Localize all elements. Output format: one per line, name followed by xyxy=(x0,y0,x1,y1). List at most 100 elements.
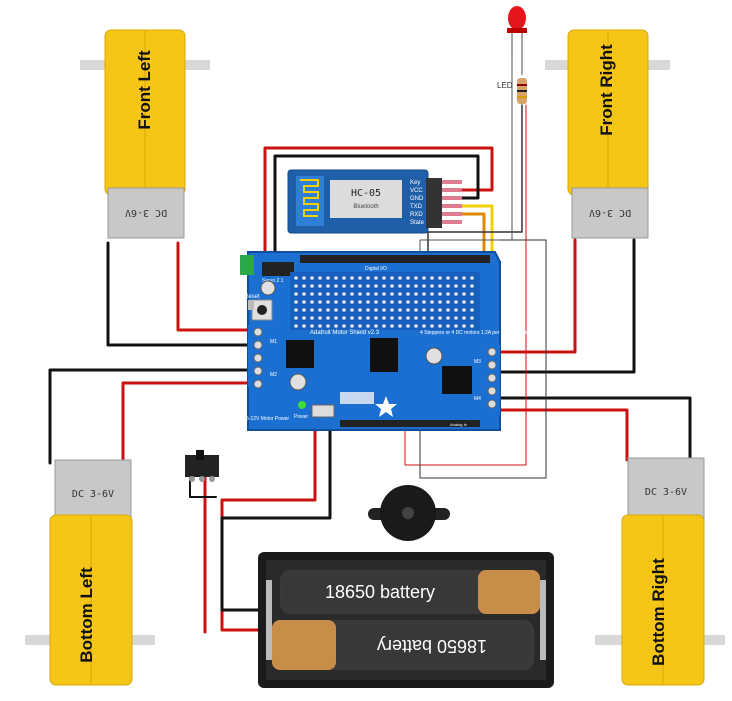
proto-hole xyxy=(326,324,330,328)
proto-hole xyxy=(430,300,434,304)
proto-hole xyxy=(350,324,354,328)
proto-hole xyxy=(430,324,434,328)
wire-bt-red xyxy=(263,146,494,264)
proto-hole xyxy=(334,316,338,320)
proto-hole xyxy=(446,300,450,304)
proto-hole xyxy=(374,308,378,312)
wire-led-signal xyxy=(427,104,523,263)
battery-wrap xyxy=(272,620,336,670)
proto-hole xyxy=(390,276,394,280)
proto-hole xyxy=(438,308,442,312)
motor-bottom-right: DC 3-6V Bottom Right xyxy=(595,457,725,686)
proto-hole xyxy=(390,316,394,320)
proto-hole xyxy=(374,300,378,304)
proto-hole xyxy=(462,300,466,304)
proto-hole xyxy=(382,300,386,304)
proto-hole xyxy=(334,284,338,288)
bt-header xyxy=(426,178,442,228)
proto-hole xyxy=(406,276,410,280)
proto-hole xyxy=(446,308,450,312)
bt-pin: GND xyxy=(410,196,424,202)
proto-hole xyxy=(350,308,354,312)
reset-label: Reset xyxy=(244,294,260,300)
proto-hole xyxy=(422,316,426,320)
proto-hole xyxy=(462,292,466,296)
proto-hole xyxy=(334,276,338,280)
proto-hole xyxy=(302,284,306,288)
battery-cell-bottom: 18650 battery xyxy=(272,620,534,670)
proto-hole xyxy=(358,324,362,328)
proto-hole xyxy=(318,300,322,304)
wire-bt-black xyxy=(273,154,480,264)
proto-hole xyxy=(374,316,378,320)
shield-note: 4 Steppers or 4 DC motors 1.2A per motor… xyxy=(420,330,535,336)
proto-hole xyxy=(350,284,354,288)
proto-hole xyxy=(430,308,434,312)
power-switch xyxy=(185,450,219,482)
proto-hole xyxy=(294,284,298,288)
proto-hole xyxy=(470,276,474,280)
servo-label: Servo 2 1 xyxy=(262,278,284,284)
spring-contact xyxy=(266,580,272,660)
proto-hole xyxy=(374,284,378,288)
proto-hole xyxy=(470,300,474,304)
proto-hole xyxy=(390,308,394,312)
proto-hole xyxy=(382,284,386,288)
proto-hole xyxy=(366,324,370,328)
proto-hole xyxy=(438,324,442,328)
proto-hole xyxy=(374,292,378,296)
proto-hole xyxy=(430,292,434,296)
proto-hole xyxy=(358,308,362,312)
proto-hole xyxy=(414,324,418,328)
proto-hole xyxy=(470,292,474,296)
proto-holes xyxy=(294,276,474,328)
motor-label: Front Right xyxy=(597,44,616,136)
capacitor xyxy=(425,347,443,365)
bt-pin: State xyxy=(410,220,425,226)
proto-hole xyxy=(342,276,346,280)
proto-hole xyxy=(454,300,458,304)
proto-hole xyxy=(342,300,346,304)
proto-hole xyxy=(302,292,306,296)
proto-hole xyxy=(342,316,346,320)
wire-pwr-black-1 xyxy=(220,426,332,612)
proto-hole xyxy=(310,284,314,288)
proto-hole xyxy=(430,316,434,320)
proto-hole xyxy=(446,276,450,280)
proto-hole xyxy=(406,300,410,304)
led-rim xyxy=(507,28,527,33)
proto-hole xyxy=(454,276,458,280)
proto-hole xyxy=(366,276,370,280)
proto-hole xyxy=(422,292,426,296)
motor-body xyxy=(571,187,649,239)
proto-hole xyxy=(302,276,306,280)
proto-hole xyxy=(318,292,322,296)
bluetooth-module: HC-05 Bluetooth Key VCC GND TXD RXD Stat… xyxy=(287,169,462,234)
motor-front-left: DC 3-6V Front Left xyxy=(80,29,210,239)
proto-hole xyxy=(366,292,370,296)
proto-hole xyxy=(358,276,362,280)
power-label: Power xyxy=(294,414,309,420)
spring-contact xyxy=(540,580,546,660)
proto-hole xyxy=(470,284,474,288)
wire-bl-red xyxy=(121,381,252,465)
proto-hole xyxy=(334,300,338,304)
proto-hole xyxy=(454,292,458,296)
proto-hole xyxy=(358,316,362,320)
proto-hole xyxy=(294,324,298,328)
wire-fr-black xyxy=(493,238,636,374)
proto-hole xyxy=(422,308,426,312)
proto-hole xyxy=(398,284,402,288)
motor-rating: DC 3-6V xyxy=(72,489,114,500)
proto-hole xyxy=(406,324,410,328)
battery-cell-top: 18650 battery xyxy=(280,570,540,614)
proto-hole xyxy=(430,276,434,280)
driver-chip-1 xyxy=(286,340,314,368)
proto-hole xyxy=(310,324,314,328)
wire-pwr-red-1 xyxy=(220,426,317,632)
adafruit-logo xyxy=(375,396,397,417)
led-bulb xyxy=(508,6,526,30)
bt-pin: TXD xyxy=(410,204,423,210)
proto-hole xyxy=(398,276,402,280)
